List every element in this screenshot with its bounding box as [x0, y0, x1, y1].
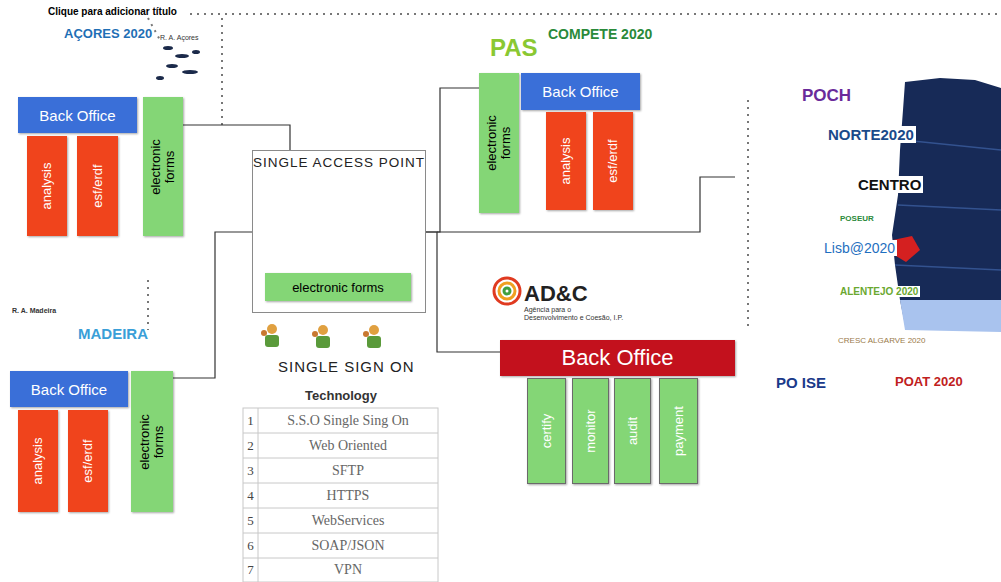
map-algarve	[900, 300, 1001, 332]
node-text: Back Office	[39, 107, 115, 124]
logo-text: COMPETE 2020	[548, 26, 652, 42]
eforms-box: electronic forms	[265, 273, 411, 301]
title-placeholder: Clique para adicionar título	[48, 6, 177, 17]
logo-text: PO ISE	[776, 374, 826, 391]
node-text: electronic forms	[485, 103, 514, 183]
logo-caption: Agência para o Desenvolvimento e Coesão,…	[524, 306, 624, 321]
table-cell: SFTP	[258, 458, 438, 483]
analysis-box: analysis	[27, 136, 67, 236]
logo-text: POAT 2020	[895, 374, 963, 389]
table-cell: 6	[243, 533, 258, 558]
node-text: monitor	[583, 382, 597, 480]
logo-text: POSEUR	[838, 214, 876, 223]
table-cell: 1	[243, 408, 258, 433]
connector-line	[426, 88, 479, 232]
table-cell: 2	[243, 433, 258, 458]
table-cell: 4	[243, 483, 258, 508]
logo-text: NORTE2020	[826, 126, 916, 143]
dotted-line	[747, 100, 749, 330]
azores-islands	[156, 46, 200, 80]
logo-text: PAS	[490, 34, 538, 62]
logo-caption: R. A. Madeira	[12, 307, 56, 314]
eforms-box: electronic forms	[479, 73, 519, 213]
task-box: audit	[614, 378, 651, 484]
back-office-bar: Back Office	[18, 97, 137, 133]
back-office-bar: Back Office	[10, 371, 128, 407]
node-text: analysis	[40, 140, 54, 232]
analysis-box: analysis	[546, 112, 586, 210]
eforms-box: electronic forms	[143, 97, 183, 236]
node-text: certify	[539, 382, 553, 480]
table-cell: SOAP/JSON	[258, 533, 438, 558]
back-office-bar: Back Office	[521, 73, 640, 110]
user-icons	[261, 324, 381, 348]
table-cell: 3	[243, 458, 258, 483]
analysis-box: analysis	[18, 410, 58, 512]
adc-logo-mark	[494, 278, 520, 304]
connector-line	[183, 125, 290, 150]
table-cell: 7	[243, 558, 258, 582]
node-text: Back Office	[542, 83, 618, 100]
map-borders	[895, 140, 1001, 270]
node-text: electronic forms	[138, 402, 167, 482]
logo-text: CENTRO	[856, 176, 923, 193]
logo-text: CRESC ALGARVE 2020	[836, 336, 927, 345]
connector-line	[173, 232, 252, 378]
task-box: payment	[659, 378, 698, 484]
connector-line	[426, 232, 500, 352]
logo-caption: R. A. Açores	[160, 34, 199, 41]
table-title: Technology	[305, 388, 377, 403]
logo-text: AÇORES 2020	[64, 26, 152, 41]
node-text: Back Office	[31, 381, 107, 398]
node-text: analysis	[559, 116, 573, 206]
logo-text: POCH	[800, 86, 853, 106]
node-text: esf/erdf	[90, 140, 104, 232]
logo-text: Lisb@2020	[822, 240, 897, 256]
table-cell: HTTPS	[258, 483, 438, 508]
table-cell: VPN	[258, 558, 438, 582]
task-box: certify	[527, 378, 566, 484]
dotted-guides	[148, 14, 1001, 330]
fund-box: esf/erdf	[593, 112, 633, 210]
map-lisbon	[893, 236, 920, 262]
node-text: esf/erdf	[606, 116, 620, 206]
fund-box: esf/erdf	[77, 136, 118, 236]
node-text: electronic forms	[149, 127, 178, 207]
table-cell: WebServices	[258, 508, 438, 533]
dotted-line	[190, 13, 1001, 15]
table-cell: 5	[243, 508, 258, 533]
tech-table-grid	[243, 408, 438, 582]
task-box: monitor	[572, 378, 609, 484]
dotted-line	[147, 280, 149, 330]
node-text: audit	[625, 382, 639, 480]
sso-caption: SINGLE SIGN ON	[278, 358, 415, 375]
eforms-box: electronic forms	[131, 371, 173, 512]
logo-text: ALENTEJO 2020	[838, 286, 920, 297]
node-text: esf/erdf	[81, 414, 95, 508]
node-text: Back Office	[561, 345, 673, 371]
dotted-line	[221, 18, 223, 130]
table-cell: S.S.O Single Sing On	[258, 408, 438, 433]
fund-box: esf/erdf	[68, 410, 108, 512]
node-text: electronic forms	[292, 280, 384, 295]
access-point-box: SINGLE ACCESS POINT electronic forms	[252, 150, 426, 313]
node-text: SINGLE ACCESS POINT	[253, 155, 425, 170]
logo-text: AD&C	[524, 281, 588, 307]
back-office-bar: Back Office	[500, 340, 735, 376]
node-text: analysis	[31, 414, 45, 508]
logo-text: MADEIRA	[78, 325, 148, 342]
table-cell: Web Oriented	[258, 433, 438, 458]
node-text: payment	[671, 382, 685, 480]
